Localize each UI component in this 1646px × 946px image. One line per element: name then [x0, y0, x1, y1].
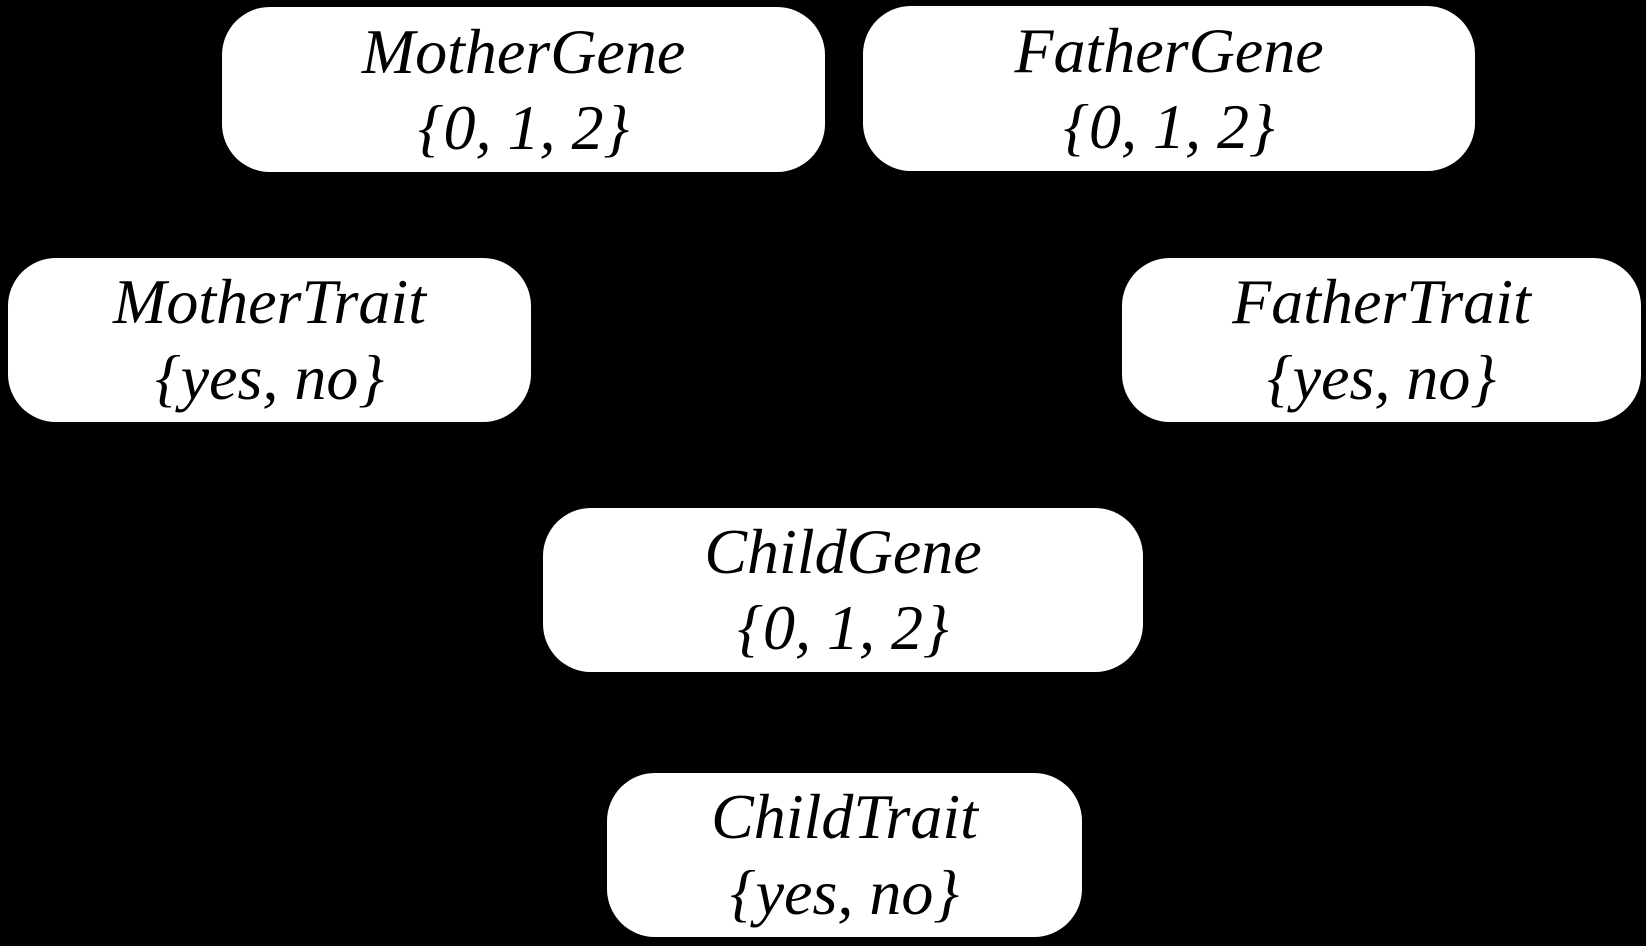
node-father-trait-values: {yes, no} [1267, 342, 1496, 413]
node-mother-trait: MotherTrait {yes, no} [8, 258, 531, 422]
node-child-trait: ChildTrait {yes, no} [607, 773, 1082, 937]
node-father-gene-values: {0, 1, 2} [1063, 90, 1275, 162]
node-child-gene-values: {0, 1, 2} [737, 592, 949, 663]
node-child-trait-label: ChildTrait [711, 781, 978, 853]
node-mother-gene-label: MotherGene [361, 15, 686, 87]
node-child-gene: ChildGene {0, 1, 2} [543, 508, 1143, 672]
node-mother-trait-values: {yes, no} [155, 342, 384, 413]
node-father-trait: FatherTrait {yes, no} [1122, 258, 1641, 422]
node-father-trait-label: FatherTrait [1232, 266, 1531, 338]
node-father-gene-label: FatherGene [1014, 14, 1324, 86]
node-mother-gene: MotherGene {0, 1, 2} [222, 7, 825, 172]
node-mother-trait-label: MotherTrait [113, 266, 426, 338]
node-father-gene: FatherGene {0, 1, 2} [863, 6, 1475, 171]
node-child-gene-label: ChildGene [704, 516, 982, 588]
node-child-trait-values: {yes, no} [730, 857, 959, 928]
node-mother-gene-values: {0, 1, 2} [417, 91, 630, 163]
